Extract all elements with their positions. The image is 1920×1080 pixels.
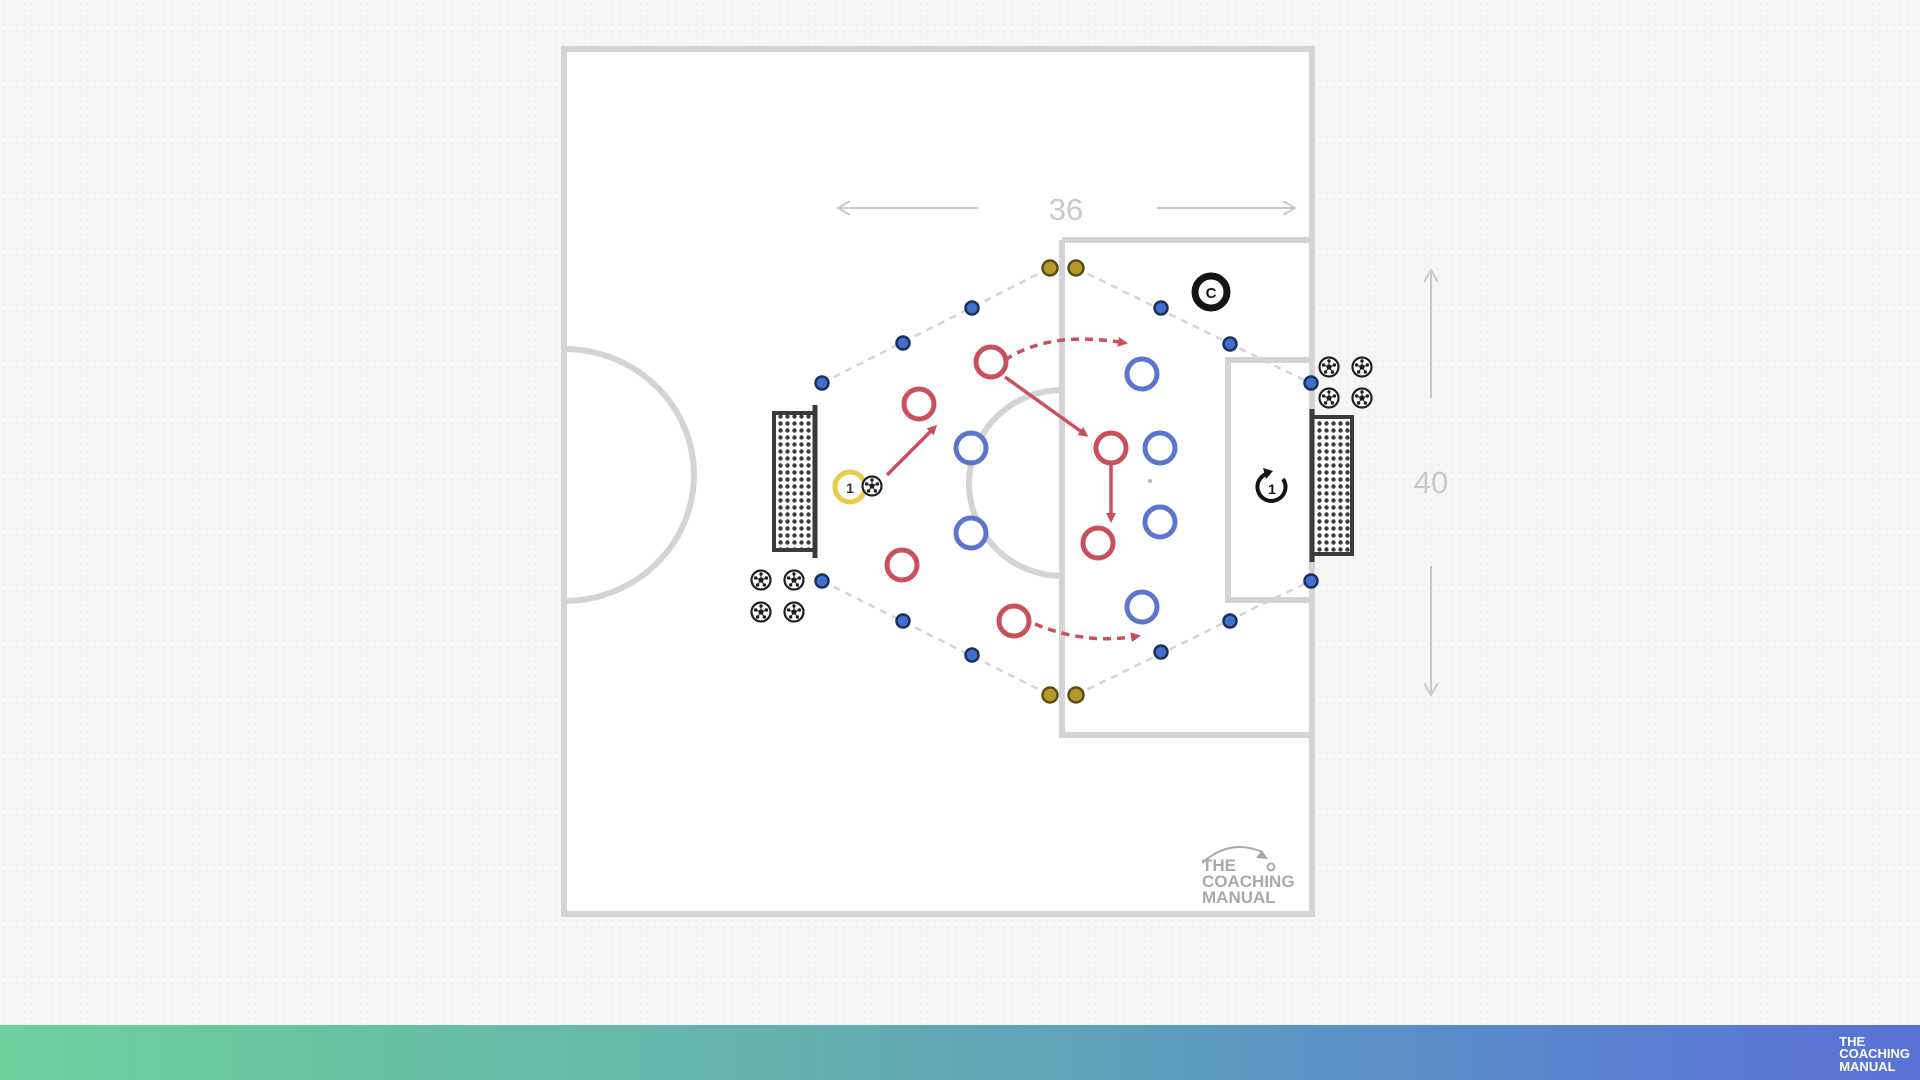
width-dimension: 36 (840, 192, 1293, 227)
player-number: 1 (846, 480, 854, 496)
soccer-ball-icon (1351, 356, 1373, 378)
cone (895, 335, 911, 351)
width-label: 36 (1049, 192, 1083, 227)
attacker (884, 547, 920, 583)
pitch-outline (561, 46, 1315, 917)
cones (814, 300, 1319, 663)
cone (1222, 613, 1238, 629)
logo-line-manual: MANUAL (1202, 888, 1276, 908)
penalty-box (1059, 237, 1309, 738)
movement-arrows (885, 336, 1141, 643)
goalkeeper-icon: 1 (1255, 468, 1288, 503)
defender (1142, 504, 1178, 540)
attacker (1093, 430, 1129, 466)
goal-net-icon (772, 405, 818, 558)
ball-stack (1318, 356, 1373, 409)
gate-cone (1041, 686, 1059, 704)
soccer-ball-icon (750, 601, 772, 623)
footer-logo: THE COACHING MANUAL (1839, 1034, 1910, 1074)
zone-boundary (821, 266, 1311, 697)
soccer-ball-icon (1318, 387, 1340, 409)
attacker (996, 603, 1032, 639)
penalty-spot (1148, 479, 1152, 483)
soccer-ball-icon (1351, 387, 1373, 409)
cone (964, 647, 980, 663)
height-dimension: 40 (1414, 272, 1448, 693)
cone (814, 375, 830, 391)
cone (895, 613, 911, 629)
soccer-ball-icon (861, 475, 883, 497)
logo-line-coaching: COACHING (1202, 872, 1295, 892)
gate-cone (1067, 686, 1085, 704)
run-arrow (1004, 336, 1128, 362)
logo-line-the: THE (1202, 856, 1236, 875)
defender (1124, 589, 1160, 625)
cone (1303, 573, 1319, 589)
cone (1153, 644, 1169, 660)
coach-label: C (1206, 285, 1217, 302)
footer-bar (0, 1025, 1920, 1080)
goal-net-icon (1309, 409, 1354, 562)
pass-arrow (885, 424, 938, 477)
soccer-ball-icon (750, 569, 772, 591)
field-logo: THE COACHING MANUAL (1202, 856, 1295, 908)
logo-line-the: THE (1839, 1034, 1866, 1049)
pass-arrow (1003, 375, 1089, 437)
center-circle (563, 346, 697, 604)
logo-line-coaching: COACHING (1839, 1046, 1910, 1062)
gate-cone (1067, 259, 1085, 277)
defending-team (953, 356, 1178, 625)
goalkeeper-label: 1 (1268, 481, 1276, 497)
cone (964, 300, 980, 316)
cone (814, 573, 830, 589)
soccer-ball-icon (783, 569, 805, 591)
gate-cone (1041, 259, 1059, 277)
logo-line-manual: MANUAL (1839, 1058, 1896, 1074)
defender (1124, 356, 1160, 392)
defender (953, 430, 989, 466)
attacker (973, 344, 1009, 380)
cone (1222, 336, 1238, 352)
penalty-arc (966, 387, 1063, 579)
cone (1303, 375, 1319, 391)
defender (953, 515, 989, 551)
coach-icon: C (1191, 272, 1231, 312)
cone (1153, 300, 1169, 316)
attacker (1080, 525, 1116, 561)
height-label: 40 (1414, 465, 1448, 500)
soccer-ball-icon (783, 601, 805, 623)
field-logo-swoosh (1201, 846, 1276, 872)
attacking-team (884, 344, 1129, 639)
attacker (901, 386, 937, 422)
soccer-ball-icon (1318, 356, 1340, 378)
ball-carrier: 1 (832, 469, 883, 505)
gate-cones (1041, 259, 1085, 704)
defender (1142, 430, 1178, 466)
